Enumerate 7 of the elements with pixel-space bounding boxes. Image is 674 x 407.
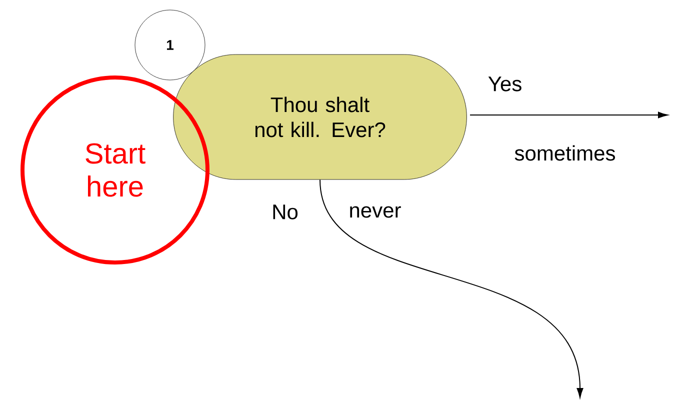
branch-note: sometimes [514,145,615,161]
arrow [320,179,584,398]
arrow [470,112,668,118]
edge-label: No [273,204,298,220]
edge-label: Yes [488,76,522,92]
decision-pill: Thou shalt not kill. Ever? [173,54,467,180]
branch-note: never [350,206,401,218]
